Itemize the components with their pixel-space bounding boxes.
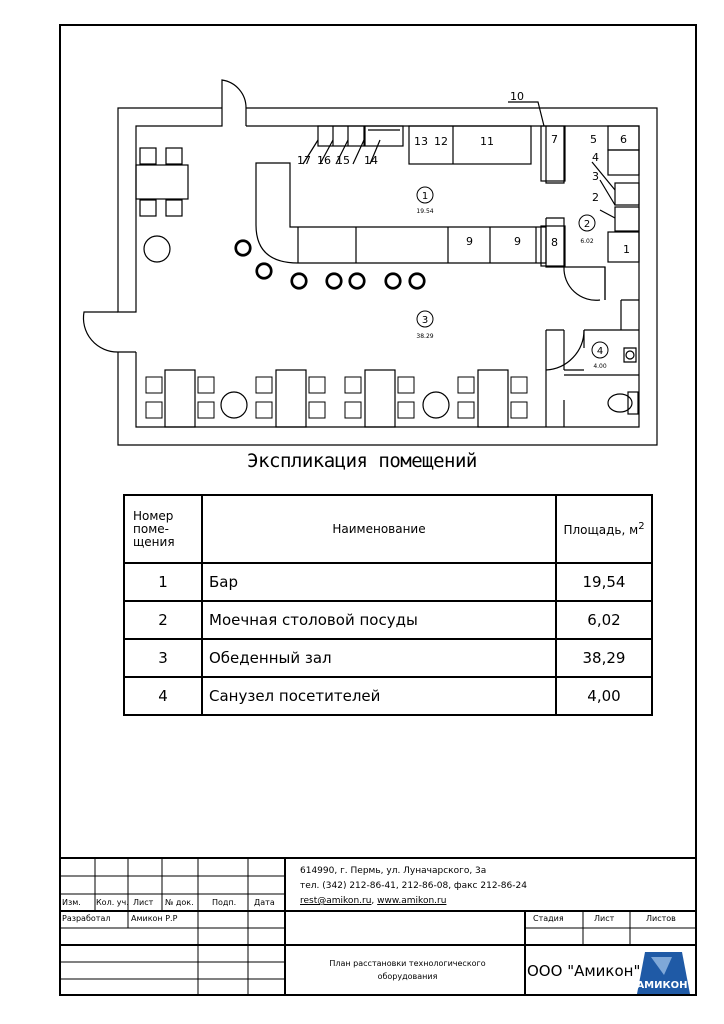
equip-label: 15 [336, 154, 350, 167]
row-name: Моечная столовой посуды [201, 600, 557, 640]
equip-label: 17 [297, 154, 311, 167]
company-phones: тел. (342) 212-86-41, 212-86-08, факс 21… [300, 881, 527, 891]
header-area: Площадь, м2 [555, 494, 653, 564]
equip-label: 14 [364, 154, 378, 167]
developer-name: Амикон Р.Р [131, 914, 178, 923]
company-contacts: rest@amikon.ru, www.amikon.ru [300, 896, 447, 906]
row-area: 6,02 [555, 600, 653, 640]
table-row: 1 Бар 19,54 [123, 562, 653, 602]
room-3-num: 3 [422, 315, 428, 326]
room-4-num: 4 [597, 346, 603, 357]
equip-label: 10 [510, 90, 524, 103]
table-row: 4 Санузел посетителей 4,00 [123, 676, 653, 716]
equip-label: 6 [620, 133, 627, 146]
equip-label: 5 [590, 133, 597, 146]
explication-title: Экспликация помещений [247, 450, 477, 472]
equip-label: 16 [317, 154, 331, 167]
room-3-area: 38.29 [416, 333, 433, 340]
row-area: 19,54 [555, 562, 653, 602]
stage-label: Стадия [533, 914, 564, 923]
room-2-num: 2 [584, 219, 590, 230]
equip-label: 1 [623, 243, 630, 256]
sheets-label: Листов [646, 914, 676, 923]
amikon-logo: АМИКОН [636, 952, 690, 994]
equip-label: 9 [514, 235, 521, 248]
floor-plan: 1 19.54 2 6.02 3 38.29 4 4.00 1 2 3 4 5 … [82, 79, 658, 446]
equip-label: 4 [592, 151, 599, 164]
row-area: 38,29 [555, 638, 653, 678]
row-num: 3 [123, 638, 203, 678]
sheet-label: Лист [594, 914, 615, 923]
room-2-area: 6.02 [580, 238, 594, 245]
row-num: 1 [123, 562, 203, 602]
equip-label: 12 [434, 135, 448, 148]
drawing-title: План расстановки технологического оборуд… [329, 959, 486, 981]
row-num: 2 [123, 600, 203, 640]
room-1-area: 19.54 [416, 208, 433, 215]
equip-label: 2 [592, 191, 599, 204]
col-list: Лист [133, 898, 154, 907]
table-row: 3 Обеденный зал 38,29 [123, 638, 653, 678]
equip-label: 7 [551, 133, 558, 146]
header-num: Номер поме- щения [123, 494, 203, 564]
drawing-frame [59, 24, 697, 996]
logo-text: АМИКОН [636, 980, 687, 991]
equip-label: 11 [480, 135, 494, 148]
equip-label: 13 [414, 135, 428, 148]
table-row: 2 Моечная столовой посуды 6,02 [123, 600, 653, 640]
company-name: ООО "Амикон" [527, 962, 641, 980]
explication-table: Номер поме- щения Наименование Площадь, … [123, 494, 653, 716]
equip-label: 8 [551, 236, 558, 249]
email-link[interactable]: rest@amikon.ru [300, 896, 372, 906]
col-podp: Подп. [212, 898, 237, 907]
col-kol: Кол. уч. [96, 898, 129, 907]
row-area: 4,00 [555, 676, 653, 716]
row-name: Обеденный зал [201, 638, 557, 678]
row-name: Санузел посетителей [201, 676, 557, 716]
row-num: 4 [123, 676, 203, 716]
company-address: 614990, г. Пермь, ул. Луначарского, 3а [300, 866, 487, 876]
col-izm: Изм. [62, 898, 81, 907]
developed-label: Разработал [62, 914, 111, 923]
header-name: Наименование [201, 494, 557, 564]
col-ndok: № док. [165, 898, 194, 907]
table-header: Номер поме- щения Наименование Площадь, … [123, 494, 653, 564]
equip-label: 3 [592, 170, 599, 183]
row-name: Бар [201, 562, 557, 602]
room-1-num: 1 [422, 191, 428, 202]
col-data: Дата [254, 898, 275, 907]
equip-label: 9 [466, 235, 473, 248]
web-link[interactable]: www.amikon.ru [377, 896, 447, 906]
room-4-area: 4.00 [593, 363, 607, 370]
